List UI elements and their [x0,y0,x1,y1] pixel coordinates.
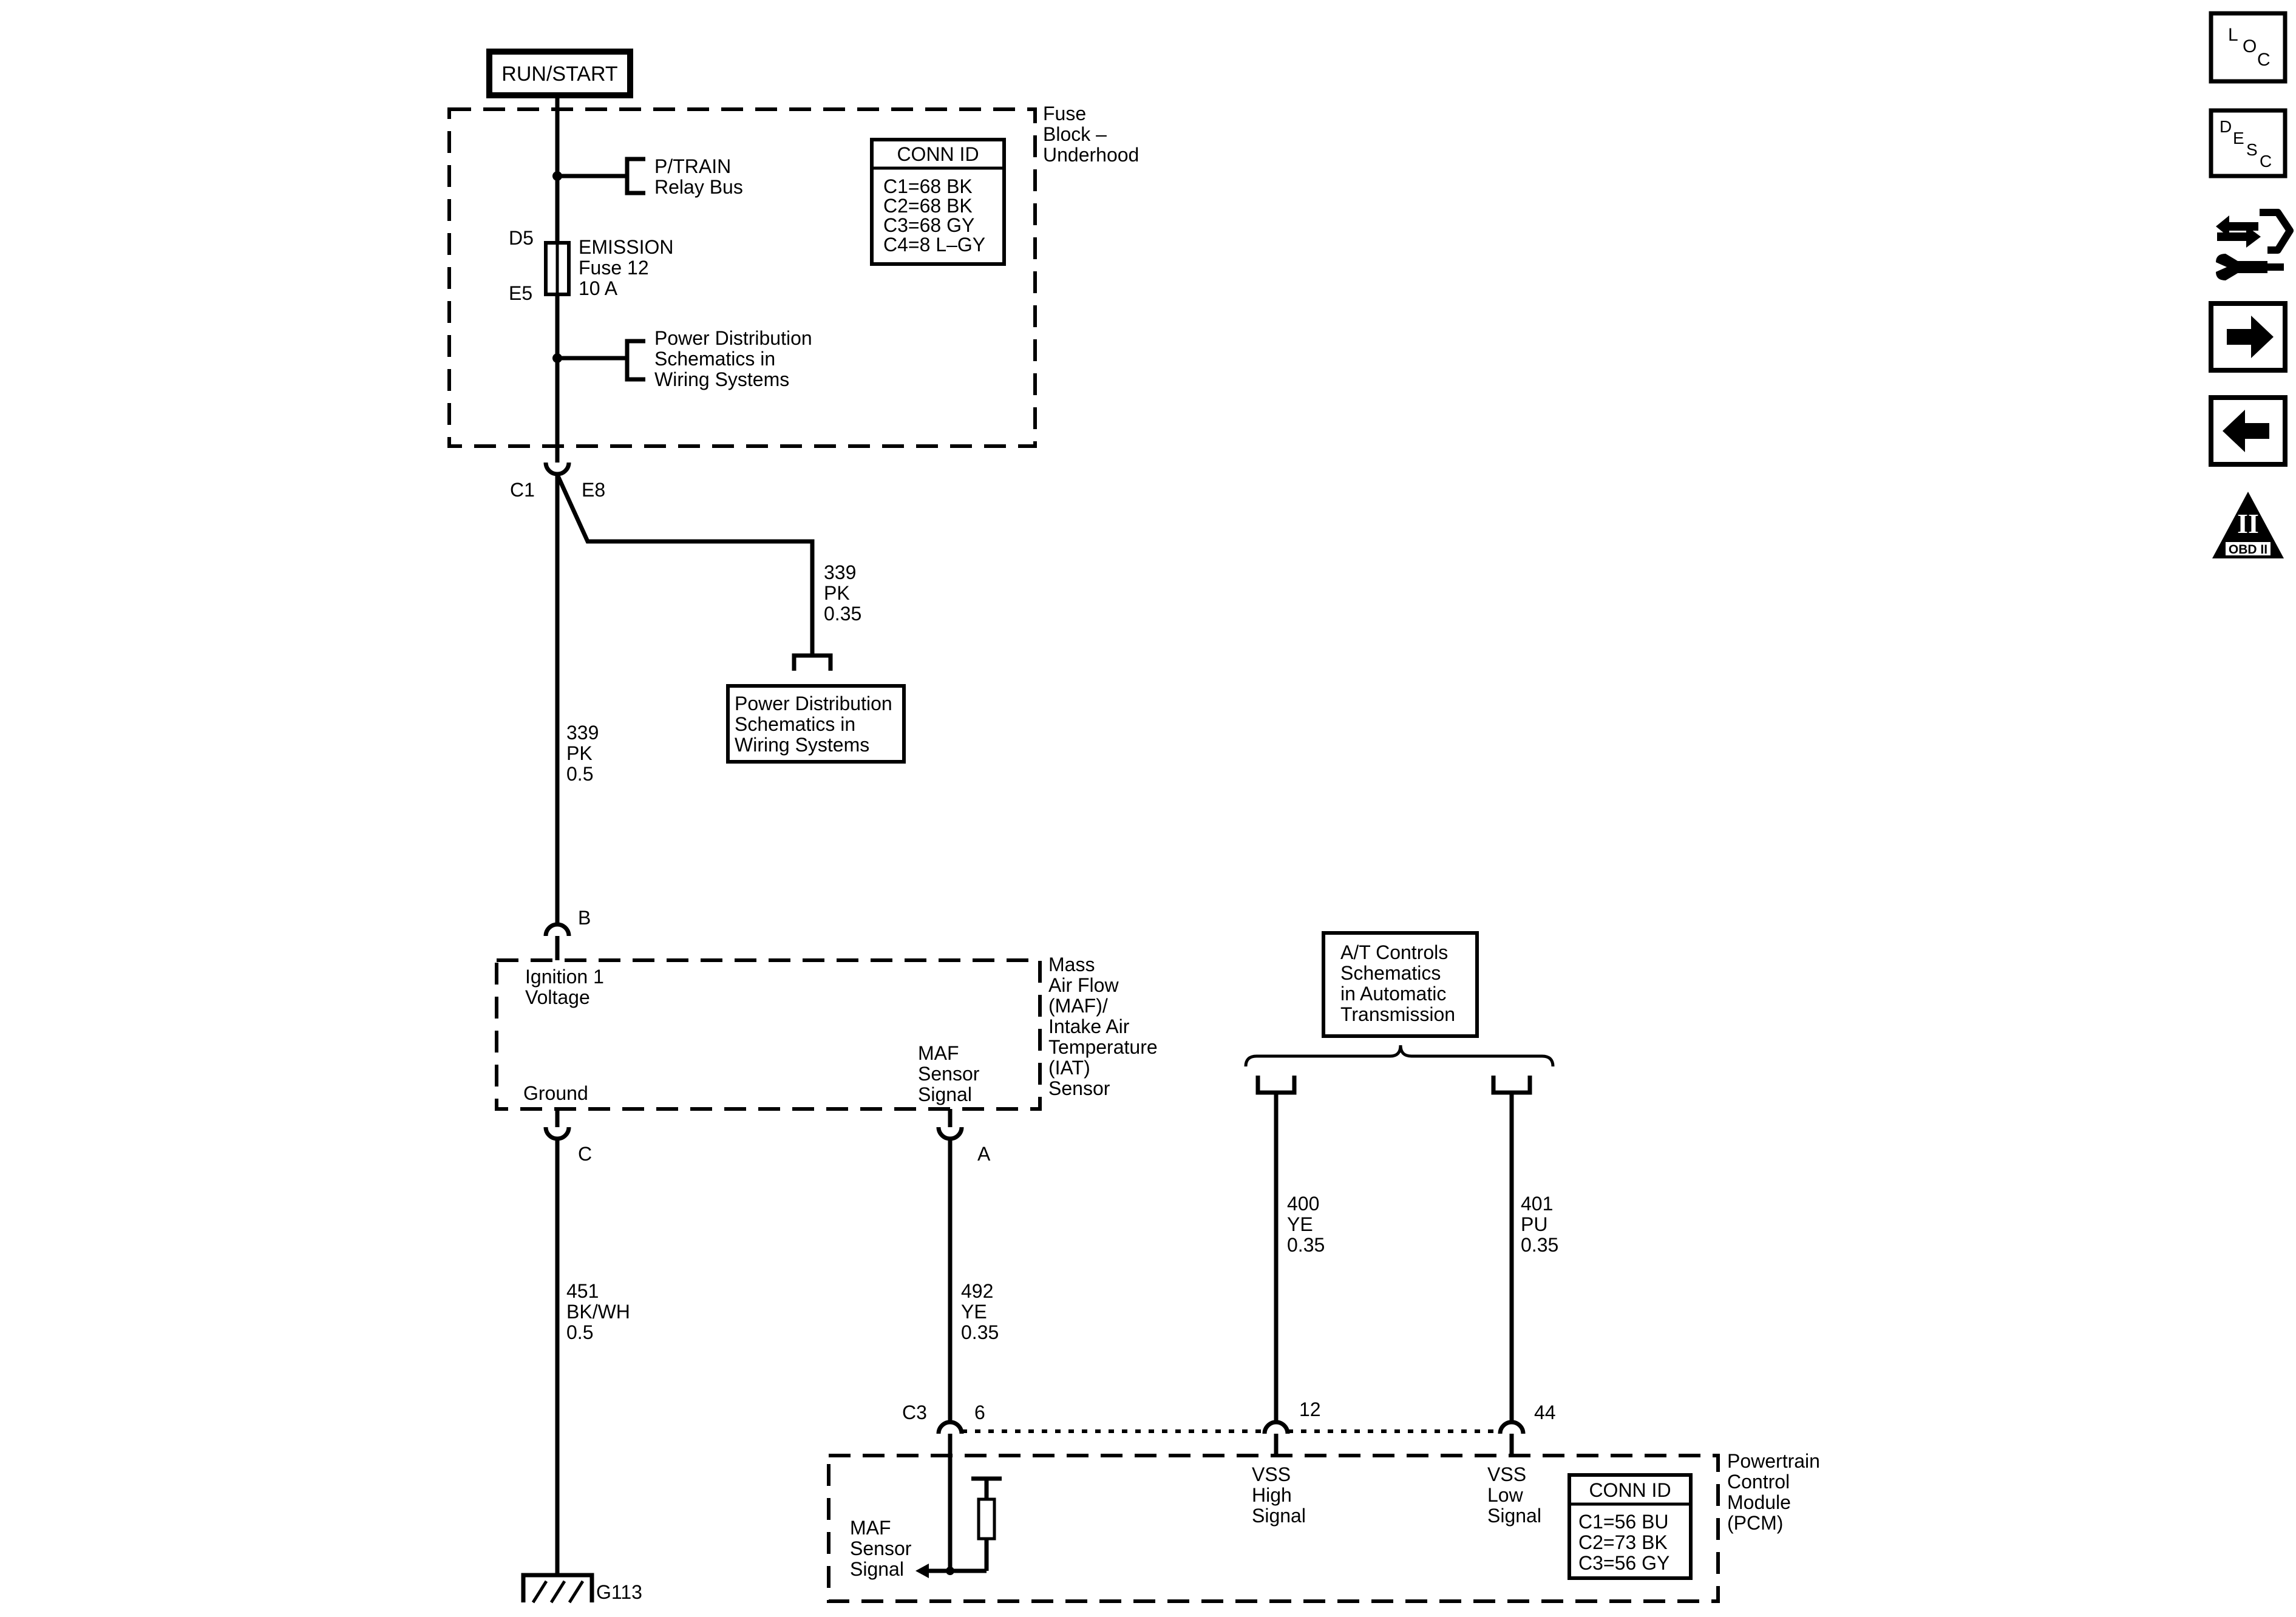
svg-text:S: S [2246,140,2258,159]
pcm-vss-high-label: VSS High Signal [1252,1463,1306,1527]
run-start-box [486,49,633,98]
fuse-conn-id-title: CONN ID [897,143,979,165]
pullup-resistor [977,1497,996,1541]
fuse-block-outline [447,107,1037,448]
loc-icon [2209,11,2288,84]
connector-c1-e8 [543,462,571,476]
svg-text:II: II [2237,508,2259,539]
fuse-conn-id-list: C1=68 BK C2=68 BK C3=68 GY C4=8 L–GY [883,175,985,256]
ground-pin-label: Ground [523,1082,588,1104]
maf-sensor-outline [495,958,1042,1111]
svg-text:L: L [2228,25,2238,45]
svg-text:C: C [2257,50,2271,70]
vss-low-ref-connector [1491,1076,1532,1095]
connector-pin-b [543,922,571,937]
pcm-vss-low-label: VSS Low Signal [1487,1463,1541,1527]
svg-text:C: C [2260,152,2272,171]
wrench-arrows-icon [2216,209,2294,280]
pcm-conn-id-box [1567,1473,1693,1580]
ground-wire-label: 451 BK/WH 0.5 [566,1280,636,1343]
fuse-pin-e5: E5 [509,282,532,304]
maf-sensor-name: Mass Air Flow (MAF)/ Intake Air Temperat… [1048,954,1163,1099]
signal-wire-label: 492 YE 0.35 [961,1280,999,1343]
pcm-connector-pin-6 [936,1420,964,1434]
connector-pin-a [936,1127,964,1141]
power-dist-ref-connector [792,653,833,671]
branch-wire-label: 339 PK 0.35 [824,561,861,625]
loc-button[interactable]: L O C [2209,11,2288,84]
maf-sensor-signal-label: MAF Sensor Signal [918,1042,985,1105]
desc-icon [2209,108,2288,178]
vss-high-ref-connector [1255,1076,1297,1095]
pin-c-label: C [578,1143,592,1165]
connector-pin-c [543,1127,571,1141]
pcm-connector-pin-12 [1262,1420,1290,1434]
ignition-voltage-label: Ignition 1 Voltage [525,966,610,1008]
ground-g113-label: G113 [596,1581,642,1603]
fuse-pin-d5: D5 [509,227,534,249]
svg-text:D: D [2220,117,2232,136]
pcm-maf-signal-label: MAF Sensor Signal [850,1517,917,1580]
pin-a-label: A [977,1143,991,1165]
at-controls-ref-box [1322,931,1479,1038]
vss-low-wire-label: 401 PU 0.35 [1521,1193,1558,1256]
repair-button[interactable] [2216,209,2294,280]
ptrain-ref-bracket [625,157,645,195]
pcm-outline [827,1454,1720,1603]
fuse-label: EMISSION Fuse 12 10 A [579,236,679,299]
pcm-conn-id-title: CONN ID [1589,1479,1671,1501]
pcm-connector-c3: C3 [902,1402,927,1423]
fuse-conn-id-box [870,138,1006,266]
previous-page-button[interactable] [2209,395,2288,467]
next-page-button[interactable] [2209,301,2288,373]
ground-symbol [521,1573,594,1602]
connector-c1-label: C1 [510,479,535,501]
power-dist-ref-box [726,684,906,764]
ptrain-relay-bus-label: P/TRAIN Relay Bus [654,155,743,198]
pcm-name: Powertrain Control Module (PCM) [1727,1450,1826,1534]
power-dist-ref-text: Power Distribution Schematics in Wiring … [735,693,898,756]
main-wire-label: 339 PK 0.5 [566,722,604,785]
svg-text:E: E [2233,129,2244,147]
svg-text:O: O [2243,36,2257,56]
desc-button[interactable]: D E S C [2209,108,2288,178]
pcm-pin-44: 44 [1534,1402,1556,1423]
power-dist-ref-bracket [625,339,645,382]
power-dist-label: Power Distribution Schematics in Wiring … [654,327,818,390]
svg-text:OBD II: OBD II [2229,543,2267,557]
obd-ii-button[interactable]: II OBD II [2212,492,2284,558]
signal-arrow [915,1564,929,1578]
fuse-block-name: Fuse Block – Underhood [1043,103,1139,166]
pcm-conn-id-list: C1=56 BU C2=73 BK C3=56 GY [1578,1511,1674,1574]
pcm-pin-6: 6 [974,1402,985,1423]
run-start-label: RUN/START [501,63,617,86]
pin-e8-label: E8 [582,479,605,501]
at-controls-ref-text: A/T Controls Schematics in Automatic Tra… [1340,941,1455,1025]
pcm-connector-pin-44 [1498,1420,1526,1434]
at-controls-brace [1244,1045,1555,1067]
pin-b-label: B [578,907,591,929]
vss-high-wire-label: 400 YE 0.35 [1287,1193,1325,1256]
wire-339-pk-0-35 [555,473,815,656]
pcm-pin-12: 12 [1299,1398,1321,1420]
